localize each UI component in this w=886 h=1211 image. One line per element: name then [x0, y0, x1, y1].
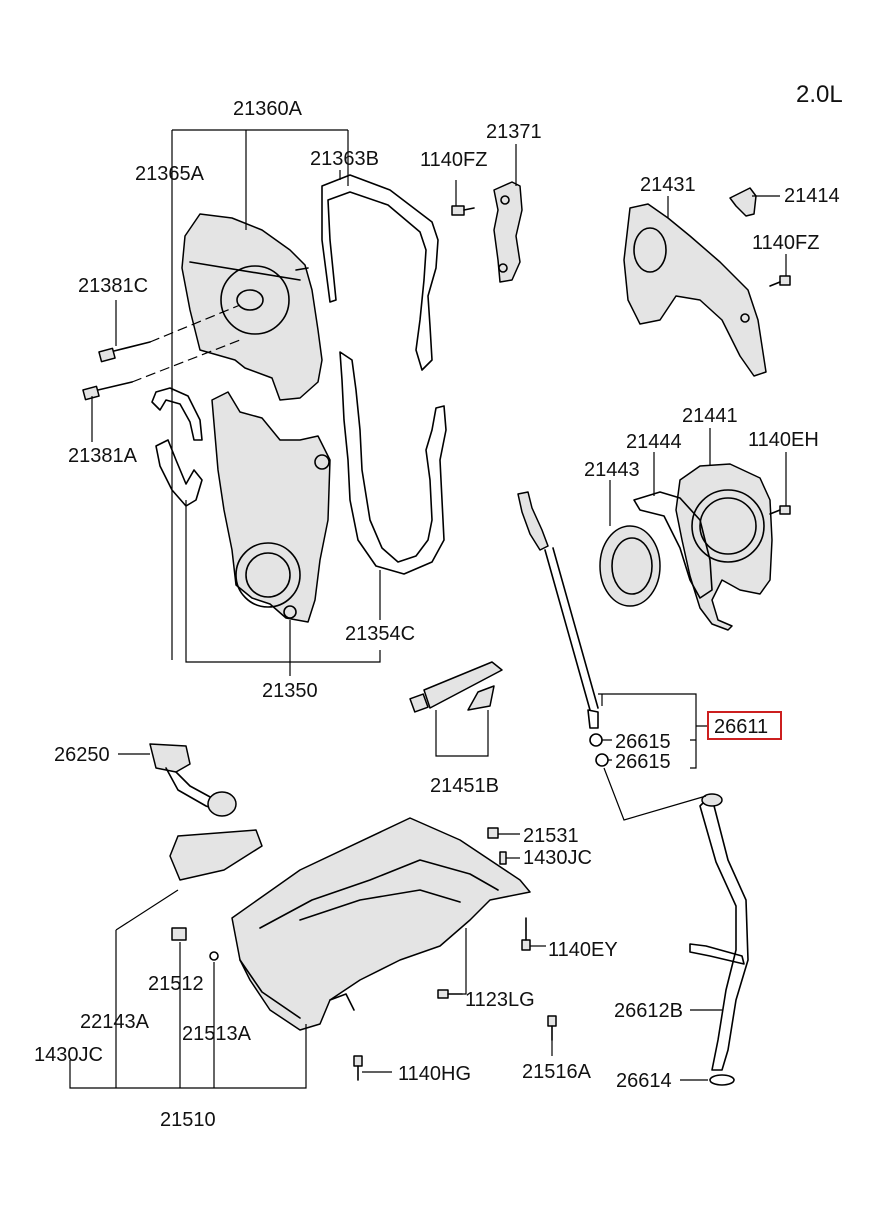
- label-1123LG: 1123LG: [465, 989, 535, 1011]
- upper-cover-gasket: [321, 174, 439, 371]
- label-1430JC-lower: 1430JC: [34, 1044, 103, 1066]
- label-21371: 21371: [486, 121, 542, 143]
- label-21360A: 21360A: [233, 98, 303, 120]
- bolt-1140EH: [769, 505, 791, 515]
- label-26612B: 26612B: [614, 1000, 683, 1022]
- label-21365A: 21365A: [135, 163, 205, 185]
- cover-21431: [623, 203, 767, 377]
- leader-lines: [69, 129, 787, 1089]
- label-21381A: 21381A: [68, 445, 138, 467]
- dipstick-guide-tube: [689, 793, 749, 1071]
- part-labels: 2.0L 21360A 21365A 21363B 1140FZ 21371 2…: [34, 81, 843, 1131]
- rear-seal-case: [675, 463, 773, 631]
- label-1140EY: 1140EY: [548, 939, 618, 961]
- label-21510: 21510: [160, 1109, 216, 1131]
- small-gasket-b: [155, 439, 203, 507]
- bolt-1140FZ-upper: [451, 205, 475, 216]
- label-26250: 26250: [54, 744, 110, 766]
- oil-pan: [169, 817, 531, 1031]
- label-1140EH: 1140EH: [748, 429, 819, 451]
- bolt-1140EY: [521, 917, 531, 951]
- label-21354C: 21354C: [345, 623, 415, 645]
- oil-screen: [149, 743, 237, 817]
- bracket-21371: [493, 181, 523, 283]
- label-26614: 26614: [616, 1070, 672, 1092]
- lower-timing-cover: [211, 391, 331, 623]
- oil-seal-21443: [599, 525, 661, 607]
- plug-1430JC-upper: [499, 851, 507, 865]
- bolt-1140FZ-lower: [769, 275, 791, 287]
- label-21444: 21444: [626, 431, 682, 453]
- label-21363B: 21363B: [310, 148, 379, 170]
- bolt-21381C: [98, 304, 241, 363]
- o-ring-26615-b: [595, 753, 609, 767]
- label-21414: 21414: [784, 185, 840, 207]
- label-21431: 21431: [640, 174, 696, 196]
- small-gasket-a: [151, 387, 203, 441]
- bolt-21531: [487, 827, 499, 839]
- label-1430JC-upper: 1430JC: [523, 847, 592, 869]
- label-26615-a: 26615: [615, 731, 671, 753]
- label-22143A: 22143A: [80, 1011, 150, 1033]
- bolt-21516A: [547, 1015, 557, 1041]
- label-1140FZ-lower: 1140FZ: [752, 232, 819, 254]
- label-1140HG: 1140HG: [398, 1063, 471, 1085]
- label-1140FZ-upper: 1140FZ: [420, 149, 487, 171]
- lower-cover-gasket: [339, 351, 447, 575]
- label-21381C: 21381C: [78, 275, 148, 297]
- part-21414: [729, 187, 757, 217]
- label-21443: 21443: [584, 459, 640, 481]
- label-26611: 26611: [714, 716, 768, 738]
- label-21513A: 21513A: [182, 1023, 252, 1045]
- label-21512: 21512: [148, 973, 204, 995]
- bolt-1140HG: [353, 1055, 363, 1081]
- bolt-21381A: [82, 339, 241, 401]
- sealant-tube: [409, 661, 503, 713]
- label-21451B: 21451B: [430, 775, 499, 797]
- rear-seal-gasket: [633, 491, 713, 599]
- o-ring-26614: [709, 1074, 735, 1086]
- upper-timing-cover: [181, 213, 323, 401]
- bolt-1123LG: [437, 989, 463, 999]
- label-21441: 21441: [682, 405, 738, 427]
- label-21531: 21531: [523, 825, 579, 847]
- label-21516A: 21516A: [522, 1061, 592, 1083]
- label-21350: 21350: [262, 680, 318, 702]
- engine-label: 2.0L: [796, 81, 843, 108]
- dipstick: [517, 491, 599, 729]
- o-ring-26615-a: [589, 733, 603, 747]
- washer-21513A: [209, 951, 219, 961]
- label-26615-b: 26615: [615, 751, 671, 773]
- plug-21512: [171, 927, 187, 941]
- highlight-box: [707, 711, 782, 740]
